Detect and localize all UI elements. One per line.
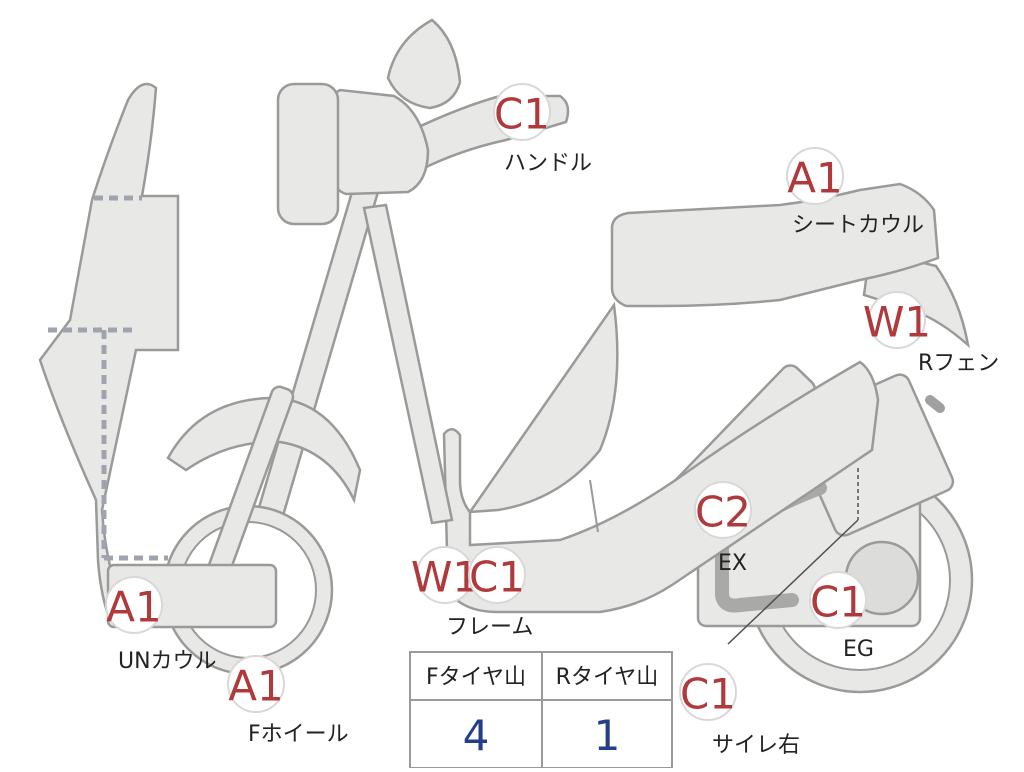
headlight-housing xyxy=(330,88,430,196)
leader-line-silencer xyxy=(727,519,859,645)
marker-circle xyxy=(694,481,752,539)
marker-label-un-cowl: UNカウル xyxy=(118,649,217,674)
marker-handle: C1 xyxy=(493,83,551,141)
marker-code: A1 xyxy=(228,662,283,711)
marker-code: C1 xyxy=(469,553,525,602)
marker-label-silencer-r: サイレ右 xyxy=(712,733,800,758)
marker-un-cowl: A1 xyxy=(105,576,163,634)
marker-circle xyxy=(227,655,285,713)
marker-circle xyxy=(786,147,844,205)
marker-code: A1 xyxy=(106,583,161,632)
headlight xyxy=(276,82,340,226)
marker-r-fender: W1 xyxy=(863,291,931,349)
marker-circle xyxy=(105,576,163,634)
marker-frame-w: W1 xyxy=(411,546,479,604)
marker-eg: C1 xyxy=(809,571,867,629)
front-leg-cowl xyxy=(38,82,180,617)
marker-circle xyxy=(868,291,926,349)
marker-silencer-r: C1 xyxy=(679,663,737,721)
marker-frame-c: C1 xyxy=(468,546,526,604)
marker-code: C1 xyxy=(494,90,550,139)
marker-label-handle: ハンドル xyxy=(504,151,592,176)
marker-label-r-fender: Rフェン xyxy=(918,351,999,376)
marker-code: C2 xyxy=(695,488,751,537)
marker-code: W1 xyxy=(411,553,479,602)
marker-circle xyxy=(493,83,551,141)
marker-ex: C2 xyxy=(694,481,752,539)
marker-label-seat-cowl: シートカウル xyxy=(792,213,924,238)
rear-tire-value: 1 xyxy=(594,711,621,760)
marker-code: A1 xyxy=(787,154,842,203)
front-fender xyxy=(166,396,362,504)
tire-tread-table: Fタイヤ山 Rタイヤ山 4 1 xyxy=(409,651,673,769)
marker-circle xyxy=(468,546,526,604)
marker-seat-cowl: A1 xyxy=(786,147,844,205)
marker-label-ex: EX xyxy=(718,551,747,576)
rear-tire-header: Rタイヤ山 xyxy=(556,665,659,690)
marker-label-eg: EG xyxy=(843,637,874,662)
front-fork-rear xyxy=(362,203,454,525)
front-tire-value: 4 xyxy=(463,711,490,760)
marker-code: C1 xyxy=(810,578,866,627)
marker-label-f-wheel: Fホイール xyxy=(248,722,349,747)
marker-circle xyxy=(809,571,867,629)
marker-code: C1 xyxy=(680,670,736,719)
marker-code: W1 xyxy=(863,298,931,347)
marker-f-wheel: A1 xyxy=(227,655,285,713)
steering-column xyxy=(243,190,380,562)
mirror xyxy=(386,18,462,110)
marker-circle xyxy=(679,663,737,721)
front-tire-header: Fタイヤ山 xyxy=(426,665,526,690)
seat xyxy=(610,182,940,308)
marker-label-frame-c: フレーム xyxy=(446,615,533,640)
